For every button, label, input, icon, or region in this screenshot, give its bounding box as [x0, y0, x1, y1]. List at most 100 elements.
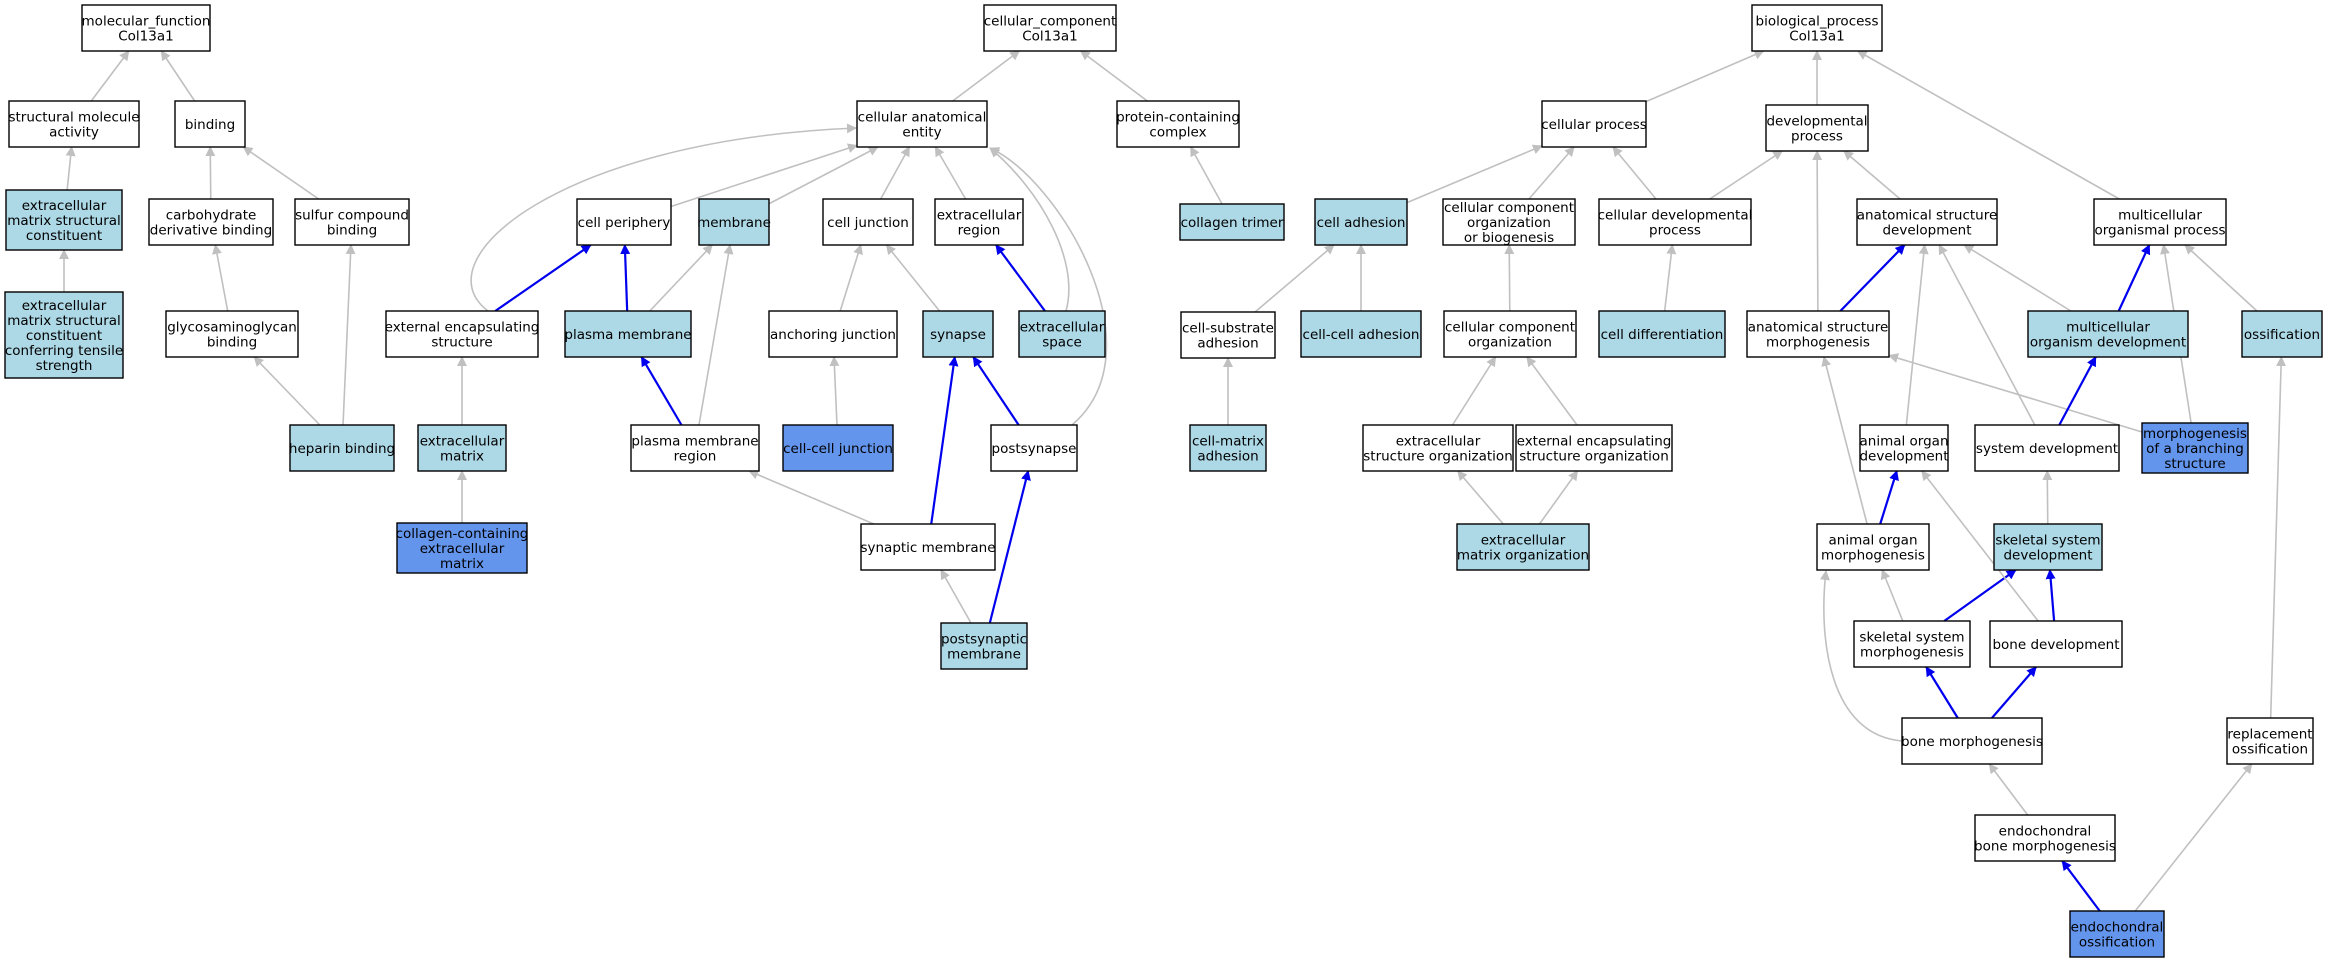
node-bmorph[interactable]: bone morphogenesis [1901, 717, 2043, 765]
node-hep[interactable]: heparin binding [289, 424, 395, 472]
node-coltri[interactable]: collagen trimer [1179, 203, 1285, 241]
node-cca[interactable]: cell-cell adhesion [1300, 310, 1422, 358]
node-sysdev[interactable]: system development [1974, 424, 2120, 472]
node-label-line: structure organization [1519, 449, 1669, 465]
edge-ecsp-to-cae [989, 147, 1070, 312]
edge-asm-to-asd [1839, 244, 1906, 312]
node-box [1314, 198, 1408, 246]
node-box [1751, 4, 1883, 52]
edge-eeso-to-cco [1526, 356, 1578, 426]
node-anch[interactable]: anchoring junction [768, 310, 898, 358]
node-label-line: membrane [697, 215, 771, 231]
node-label-line: membrane [947, 647, 1021, 663]
node-label-line: entity [902, 125, 941, 141]
node-pmem[interactable]: plasma membrane [564, 310, 692, 358]
node-box [1859, 424, 1949, 472]
node-binding[interactable]: binding [174, 100, 246, 148]
node-cjunc[interactable]: cell junction [822, 198, 914, 246]
node-postsyn[interactable]: postsynapse [990, 424, 1078, 472]
node-label-line: cell-matrix [1192, 434, 1264, 450]
node-memb[interactable]: membrane [697, 198, 771, 246]
edge-bdev-to-aod [1921, 470, 2039, 622]
node-label-line: cell periphery [578, 215, 671, 231]
node-label-line: biological_process [1756, 14, 1879, 30]
node-label-line: process [1649, 223, 1701, 239]
node-box [940, 622, 1028, 670]
node-cper[interactable]: cell periphery [576, 198, 672, 246]
node-label-line: anatomical structure [1857, 208, 1998, 224]
node-bdev[interactable]: bone development [1989, 620, 2123, 668]
node-box [1018, 310, 1106, 358]
node-synmem[interactable]: synaptic membrane [860, 523, 996, 571]
node-label-line: binding [327, 223, 377, 239]
node-box [1974, 424, 2120, 472]
node-box [1989, 620, 2123, 668]
node-cproc[interactable]: cellular process [1541, 100, 1647, 148]
node-ccj[interactable]: cell-cell junction [782, 424, 894, 472]
node-box [782, 424, 894, 472]
node-box [983, 4, 1117, 52]
node-label-line: organism development [2030, 335, 2186, 351]
node-label-line: strength [36, 358, 93, 374]
node-cadh[interactable]: cell adhesion [1314, 198, 1408, 246]
node-label-line: activity [49, 125, 99, 141]
node-syn[interactable]: synapse [922, 310, 994, 358]
node-box [1300, 310, 1422, 358]
edge-anch-to-cjunc [839, 244, 863, 312]
node-label-line: animal organ [1828, 533, 1917, 549]
edge-ccj-to-anch [829, 356, 840, 426]
node-label-line: sulfur compound [295, 208, 409, 224]
node-cdiff[interactable]: cell differentiation [1598, 310, 1726, 358]
edge-psmem-to-synmem [940, 569, 972, 624]
node-box [1853, 620, 1971, 668]
node-label-line: derivative binding [150, 223, 272, 239]
node-label-line: collagen trimer [1181, 215, 1284, 231]
node-label-line: morphogenesis [1766, 335, 1870, 351]
node-label-line: external encapsulating [385, 320, 540, 336]
edge-cdb-to-binding [205, 146, 216, 200]
node-ossif[interactable]: ossification [2241, 310, 2323, 358]
node-box [860, 523, 996, 571]
node-box [1179, 203, 1285, 241]
